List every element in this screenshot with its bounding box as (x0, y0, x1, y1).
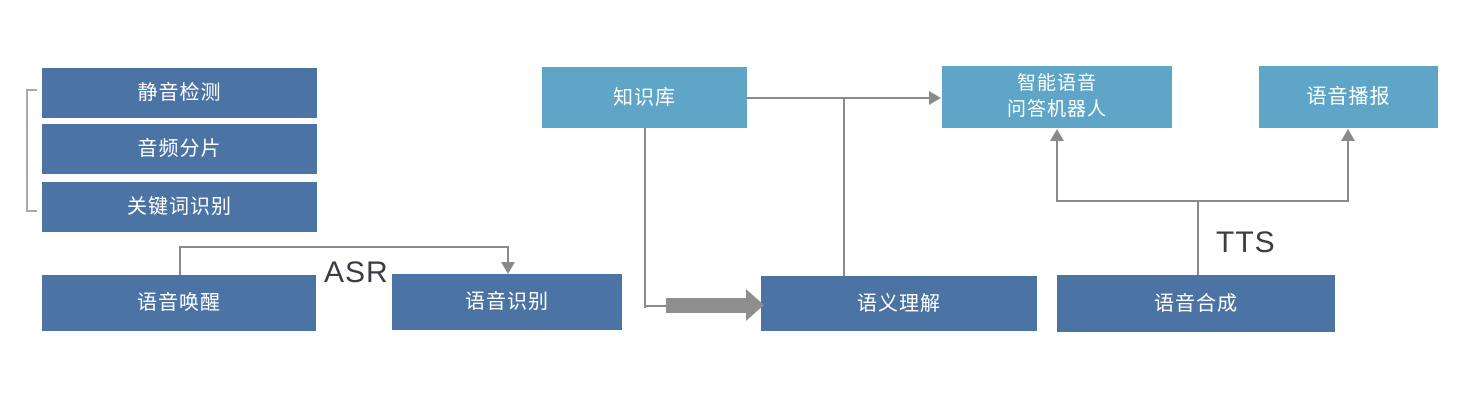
group-bracket-bottom-tick (26, 210, 37, 212)
kb-drop-elbow (644, 305, 668, 307)
asr-edge-label: ASR (324, 256, 389, 289)
node-voice-wakeup: 语音唤醒 (42, 275, 316, 331)
node-speech-recognition: 语音识别 (392, 274, 622, 330)
thick-arrow-right-icon (746, 289, 764, 321)
tts-right-riser (1347, 140, 1349, 202)
node-silence-detection: 静音检测 (42, 68, 317, 118)
node-audio-segmentation: 音频分片 (42, 124, 317, 174)
tts-stem-connector (1197, 201, 1199, 275)
tts-edge-label: TTS (1216, 226, 1276, 259)
thick-arrow-body (666, 298, 746, 313)
arrow-up-icon (1050, 129, 1064, 141)
asr-connector-segment (179, 247, 181, 275)
node-knowledge-base: 知识库 (542, 67, 747, 128)
node-speech-synthesis: 语音合成 (1057, 275, 1335, 332)
kb-drop-connector (644, 128, 646, 308)
kb-to-semantic-riser (843, 98, 845, 276)
arrow-right-icon (929, 91, 941, 105)
kb-to-robot-connector (747, 97, 929, 99)
asr-connector-segment (179, 246, 509, 248)
arrow-down-icon (501, 262, 515, 274)
node-voice-broadcast: 语音播报 (1259, 66, 1438, 128)
group-bracket (26, 89, 28, 212)
tts-branch-connector (1056, 200, 1349, 202)
node-semantic-understanding: 语义理解 (761, 276, 1037, 331)
arrow-up-icon (1341, 129, 1355, 141)
node-qa-robot: 智能语音 问答机器人 (942, 66, 1172, 128)
group-bracket-top-tick (26, 89, 37, 91)
tts-left-riser (1056, 140, 1058, 202)
asr-connector-segment (507, 246, 509, 264)
node-keyword-recognition: 关键词识别 (42, 182, 317, 232)
